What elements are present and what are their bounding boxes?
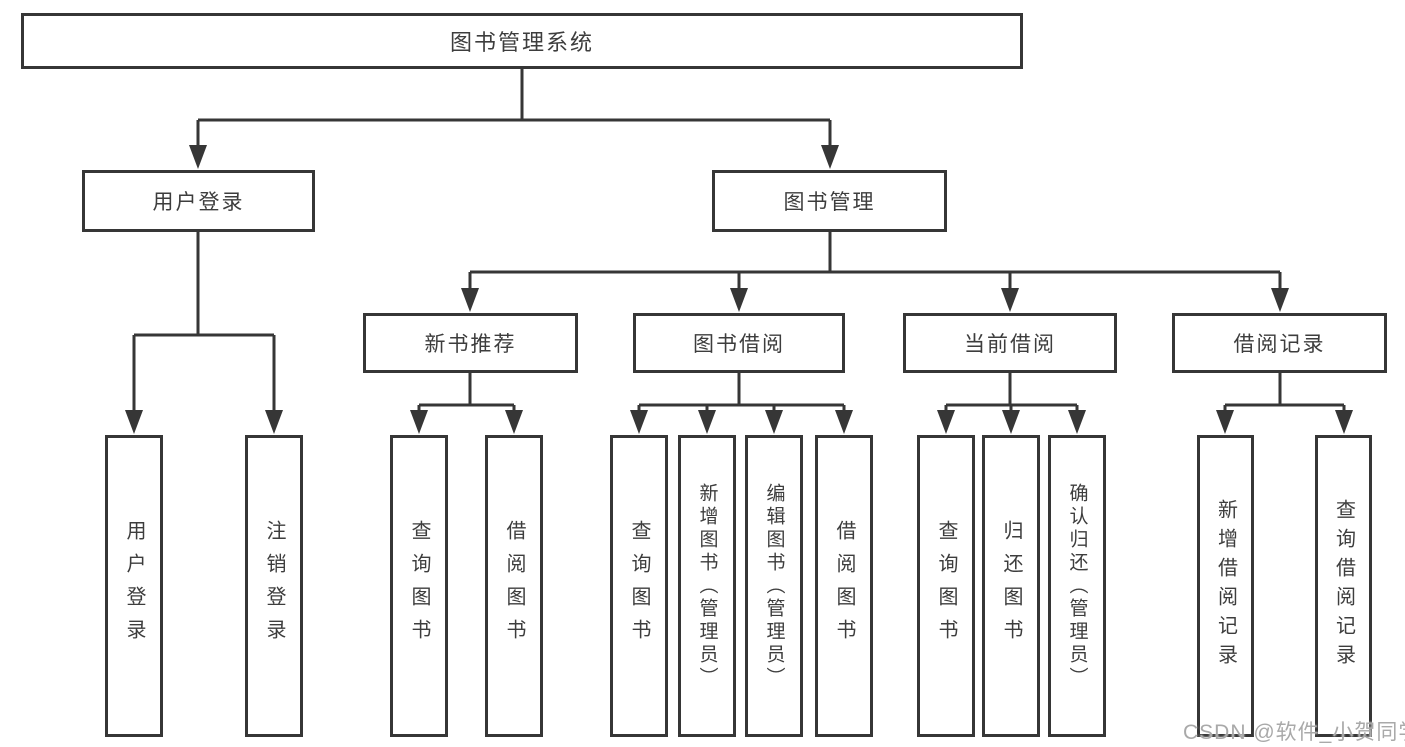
leaf-confirm-return-admin-label: 确认归还（管理员） <box>1066 482 1088 690</box>
leaf-query-books-current-label: 查询图书 <box>935 520 957 652</box>
leaf-add-borrow-record: 新增借阅记录 <box>1197 435 1254 737</box>
leaf-user-login: 用户登录 <box>105 435 163 737</box>
leaf-add-borrow-record-label: 新增借阅记录 <box>1214 499 1237 673</box>
node-book-borrowing: 图书借阅 <box>633 313 845 373</box>
leaf-borrow-books-borrowing-label: 借阅图书 <box>833 520 855 652</box>
leaf-add-books-admin-label: 新增图书（管理员） <box>696 482 718 690</box>
tree-edges <box>132 69 1346 414</box>
leaf-return-books: 归还图书 <box>982 435 1040 737</box>
node-book-management: 图书管理 <box>712 170 947 232</box>
leaf-logout-label: 注销登录 <box>263 520 285 652</box>
leaf-query-books-borrowing: 查询图书 <box>610 435 668 737</box>
node-borrowing-records: 借阅记录 <box>1172 313 1387 373</box>
leaf-edit-books-admin-label: 编辑图书（管理员） <box>763 482 785 690</box>
node-book-management-label: 图书管理 <box>783 191 876 214</box>
leaf-query-borrow-record-label: 查询借阅记录 <box>1332 499 1355 673</box>
leaf-confirm-return-admin: 确认归还（管理员） <box>1048 435 1106 737</box>
node-root-label: 图书管理系统 <box>449 30 594 55</box>
leaf-return-books-label: 归还图书 <box>1000 520 1022 652</box>
node-current-borrowing: 当前借阅 <box>903 313 1117 373</box>
leaf-add-books-admin: 新增图书（管理员） <box>678 435 736 737</box>
node-user-login: 用户登录 <box>82 170 315 232</box>
leaf-borrow-books-recommend-label: 借阅图书 <box>503 520 525 652</box>
node-new-book-recommend: 新书推荐 <box>363 313 578 373</box>
csdn-watermark: CSDN @软件_小贺同学 <box>1183 721 1405 744</box>
leaf-borrow-books-borrowing: 借阅图书 <box>815 435 873 737</box>
node-borrowing-records-label: 借阅记录 <box>1233 333 1326 356</box>
leaf-edit-books-admin: 编辑图书（管理员） <box>745 435 803 737</box>
leaf-query-books-current: 查询图书 <box>917 435 975 737</box>
leaf-user-login-label: 用户登录 <box>123 520 145 652</box>
node-current-borrowing-label: 当前借阅 <box>964 333 1056 356</box>
node-root: 图书管理系统 <box>21 13 1023 69</box>
leaf-query-books-recommend-label: 查询图书 <box>408 520 430 652</box>
leaf-query-books-borrowing-label: 查询图书 <box>628 520 650 652</box>
leaf-query-borrow-record: 查询借阅记录 <box>1315 435 1372 737</box>
node-new-book-recommend-label: 新书推荐 <box>424 333 517 356</box>
arrowheads <box>125 145 1353 434</box>
node-user-login-label: 用户登录 <box>152 191 245 214</box>
node-book-borrowing-label: 图书借阅 <box>693 333 785 356</box>
leaf-borrow-books-recommend: 借阅图书 <box>485 435 543 737</box>
leaf-logout: 注销登录 <box>245 435 303 737</box>
leaf-query-books-recommend: 查询图书 <box>390 435 448 737</box>
